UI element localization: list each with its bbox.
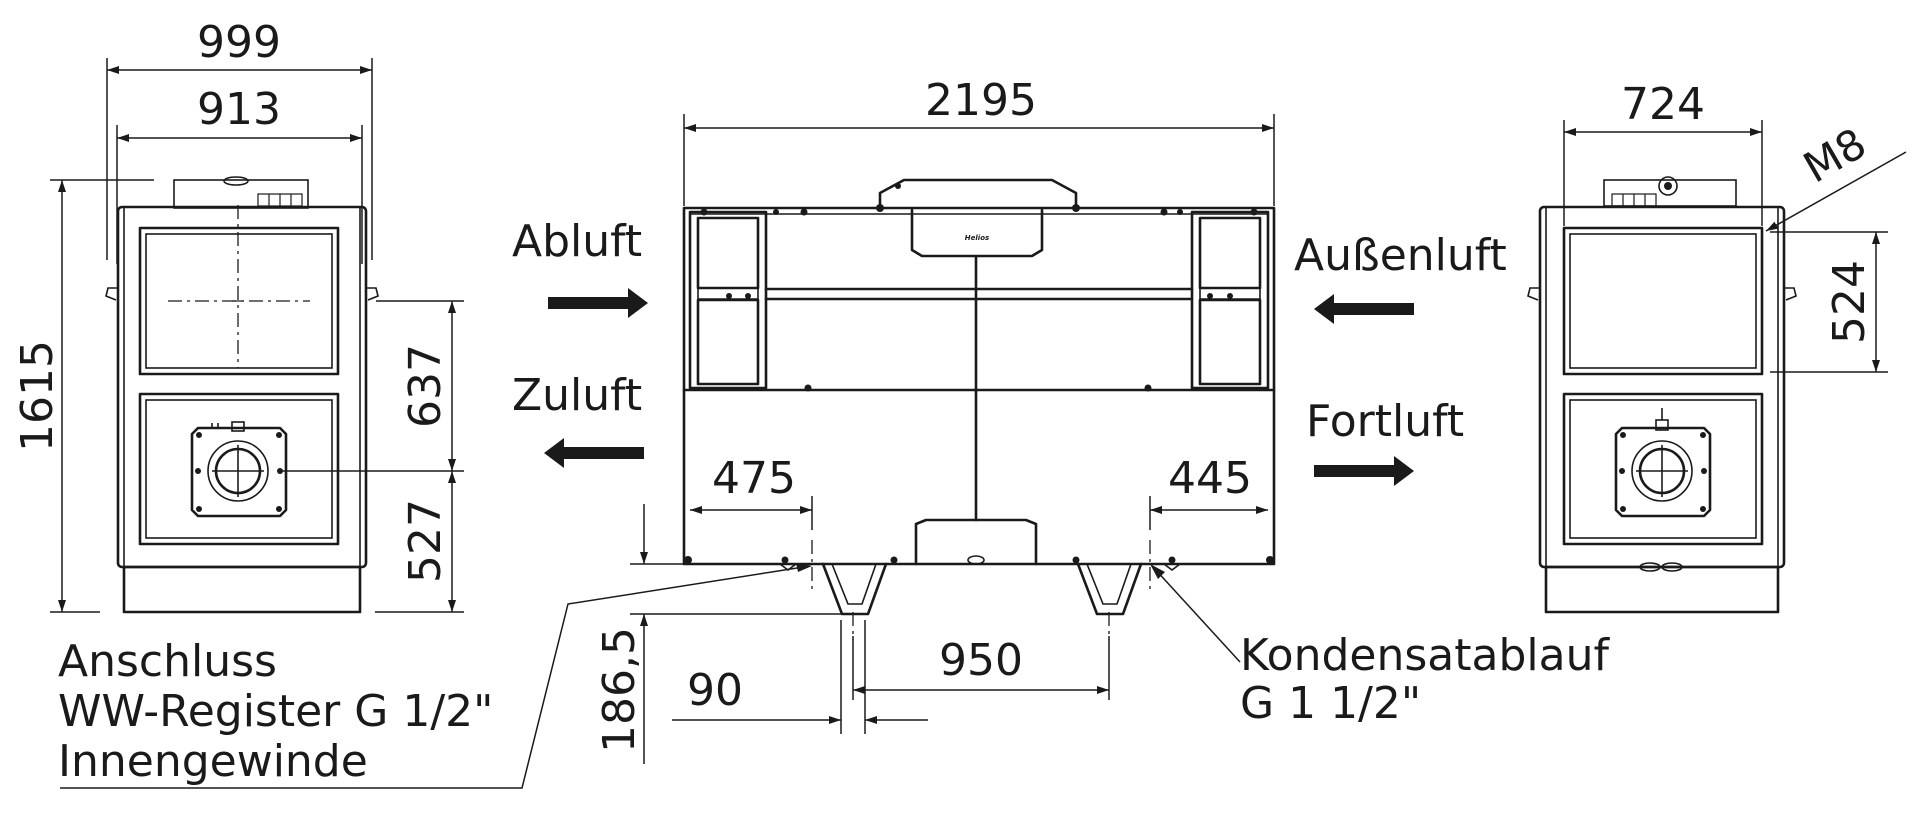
center-bottom-motor-box [914, 518, 1038, 566]
left-flange-clip [231, 421, 245, 432]
left-dimensions: 999 913 1615 637 527 [12, 17, 464, 613]
label-outdoor-air: Außenluft [1294, 230, 1507, 281]
note-connection-line2: WW-Register G 1/2" [58, 686, 493, 737]
dim-drain-spacing: 950 [939, 635, 1023, 686]
center-top-handle [878, 178, 1078, 207]
note-drain-line1: Kondensatablauf [1240, 630, 1610, 681]
arrow-supply-out [544, 438, 644, 468]
note-connection-line3: Innengewinde [58, 736, 368, 787]
dim-right-connection-offset: 445 [1168, 453, 1252, 504]
dim-thread: M8 [1795, 118, 1874, 192]
label-supply-air: Zuluft [512, 370, 642, 421]
center-drain-right [1076, 562, 1143, 616]
label-discharge-air: Fortluft [1306, 396, 1464, 447]
left-end-view [105, 176, 379, 614]
right-top-cap [1658, 176, 1678, 196]
right-upper-panel [1562, 226, 1764, 376]
left-base-frame [122, 565, 362, 614]
right-base-frame [1544, 565, 1780, 614]
dim-height-upper: 637 [400, 344, 451, 428]
right-dimensions: 724 524 M8 [1563, 79, 1907, 373]
left-duct-flange [190, 426, 288, 518]
dim-drain-height: 186,5 [594, 627, 645, 753]
arrow-outdoor-in [1314, 294, 1414, 324]
arrow-exhaust-in [548, 288, 648, 318]
label-exhaust-air: Abluft [512, 216, 642, 267]
dim-height-total: 1615 [12, 340, 63, 452]
airflow-annotations: Abluft Zuluft Außenluft Fortluft [512, 216, 1507, 486]
right-end-view [1527, 176, 1797, 614]
leader-notes: Anschluss WW-Register G 1/2" Innengewind… [58, 563, 1610, 789]
right-housing [1538, 205, 1786, 569]
dim-left-width-outer: 999 [197, 17, 281, 68]
dim-drain-offset: 90 [687, 665, 743, 716]
left-housing [116, 205, 368, 569]
dim-height-lower: 527 [400, 499, 451, 583]
center-side-view: Helios [682, 178, 1276, 640]
left-top-cap [223, 176, 249, 186]
dim-right-width: 724 [1621, 79, 1705, 130]
right-lower-panel [1562, 392, 1764, 546]
right-duct-flange [1614, 426, 1712, 518]
center-top-motor-box [910, 208, 1044, 258]
left-side-hook-right [366, 287, 379, 301]
left-upper-panel [138, 226, 340, 376]
dim-length-total: 2195 [925, 75, 1037, 126]
dim-left-width-inner: 913 [197, 84, 281, 135]
left-lower-panel [138, 392, 340, 546]
note-drain-line2: G 1 1/2" [1240, 678, 1421, 729]
arrow-discharge-out [1314, 456, 1414, 486]
dim-right-height: 524 [1824, 260, 1875, 344]
center-dimensions: 2195 475 445 950 90 186,5 [594, 75, 1275, 764]
note-connection-line1: Anschluss [58, 636, 277, 687]
center-drain-left [821, 562, 888, 616]
brand-mark: Helios [965, 234, 989, 242]
left-side-hook-left [105, 287, 118, 301]
dim-left-connection-offset: 475 [712, 453, 796, 504]
